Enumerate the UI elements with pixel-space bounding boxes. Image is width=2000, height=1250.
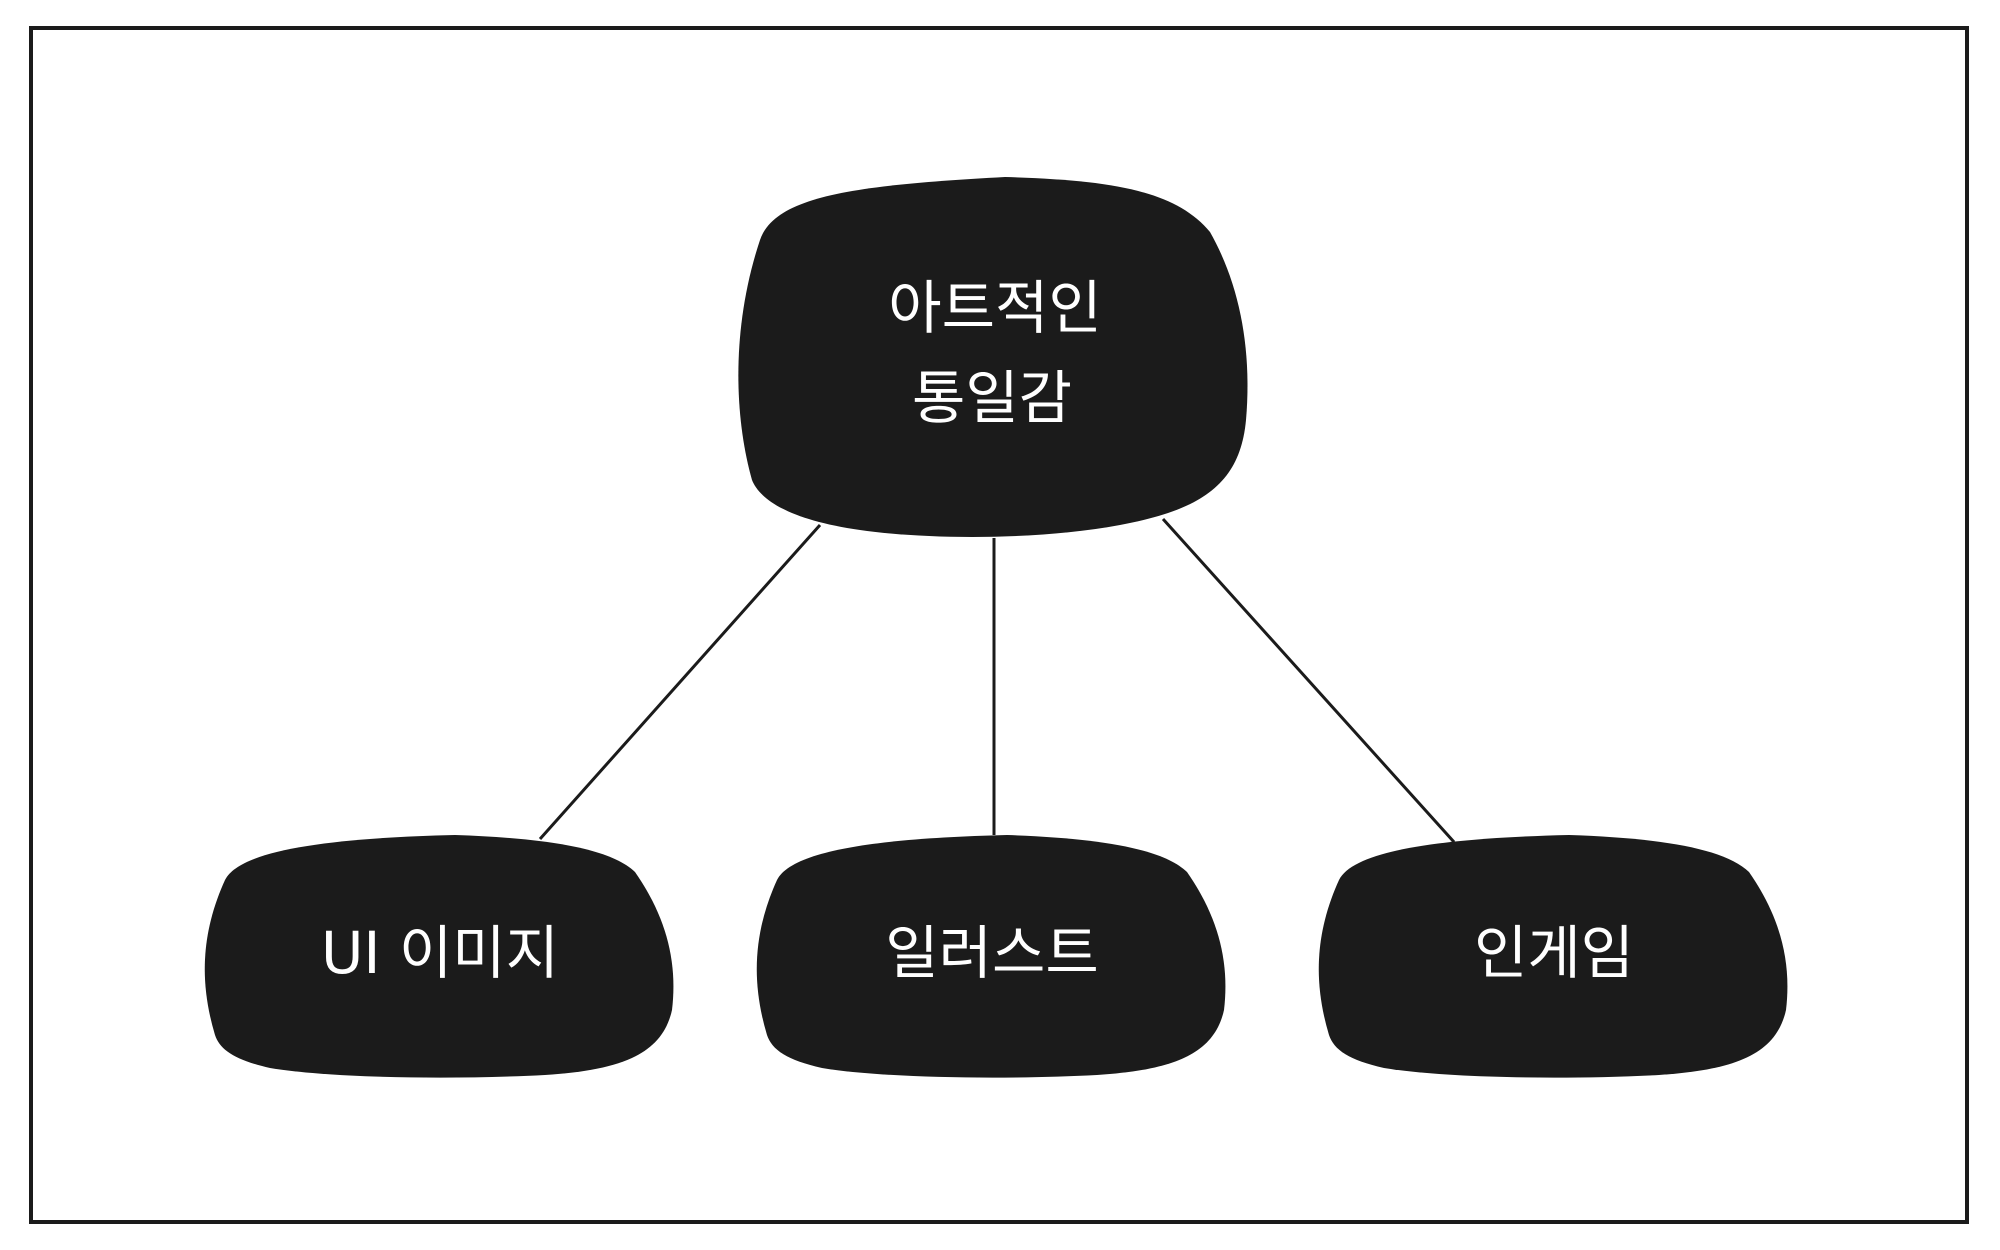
edge-root-to-ingame xyxy=(1161,517,1456,844)
child-node-label: UI 이미지 xyxy=(321,919,559,987)
child-node-label: 일러스트 xyxy=(885,919,1098,987)
child-node-ingame: 인게임 xyxy=(1318,835,1788,1078)
root-node: 아트적인 통일감 xyxy=(738,177,1248,537)
root-node-line-2: 통일감 xyxy=(912,364,1072,432)
root-node-line-1: 아트적인 xyxy=(888,274,1101,342)
diagram-frame xyxy=(29,26,1969,1224)
child-node-illustration: 일러스트 xyxy=(756,835,1226,1078)
edge-root-to-ui-image xyxy=(538,524,822,840)
child-node-label: 인게임 xyxy=(1474,919,1634,987)
child-node-ui-image: UI 이미지 xyxy=(204,835,674,1078)
